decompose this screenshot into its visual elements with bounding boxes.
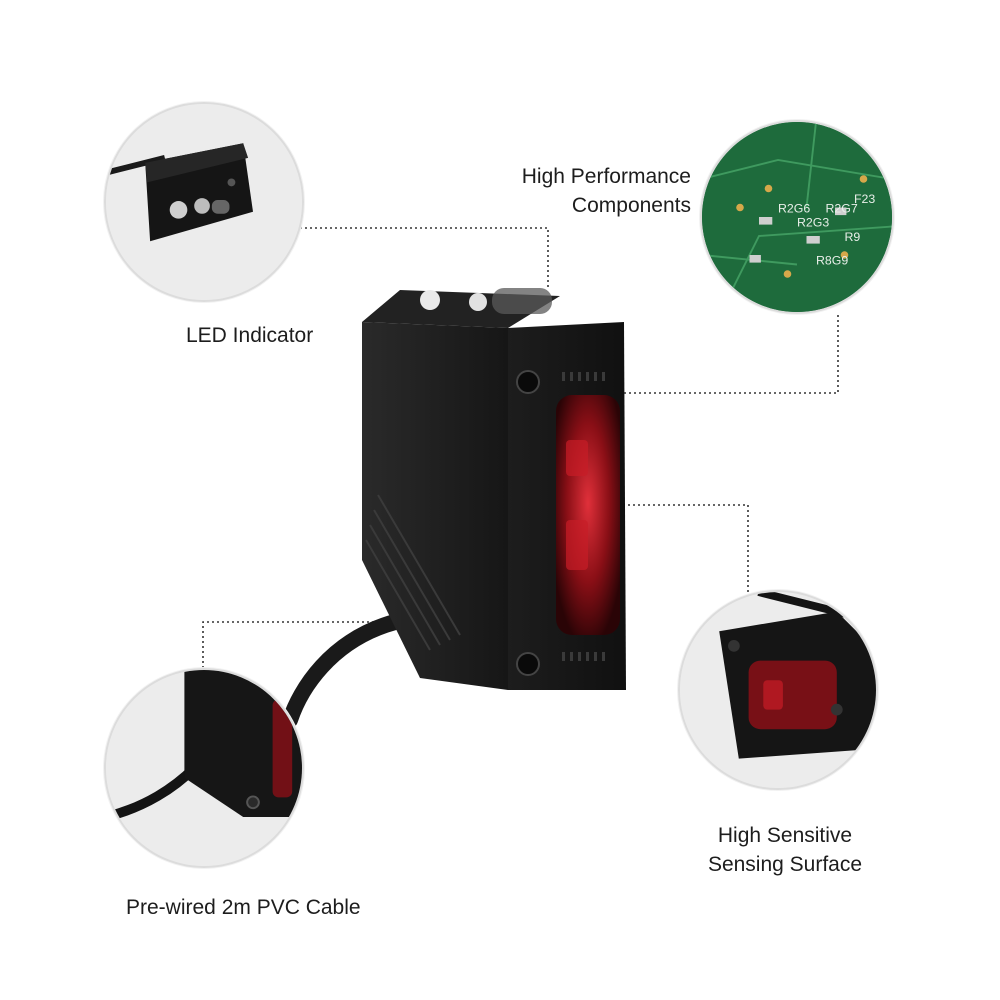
screw-hole-top bbox=[516, 370, 540, 394]
label-high-sensitive: High Sensitive Sensing Surface bbox=[697, 821, 873, 879]
pcb-text: R8G9 bbox=[816, 254, 848, 268]
led-indicator-closeup bbox=[104, 102, 304, 302]
pcb-text: F23 bbox=[854, 192, 875, 206]
sensing-surface-closeup bbox=[678, 590, 878, 790]
label-line: Components bbox=[571, 194, 691, 217]
cable-closeup bbox=[104, 668, 304, 868]
led-indicator-lens bbox=[492, 288, 552, 314]
screw-hole-bottom bbox=[516, 652, 540, 676]
mode-dial-icon bbox=[469, 293, 487, 311]
pcb-text: R2G6 bbox=[778, 201, 810, 215]
label-line: High Performance bbox=[521, 165, 691, 188]
leader-line-cable bbox=[202, 621, 393, 668]
sensing-surface bbox=[556, 395, 620, 635]
pvc-cable bbox=[282, 614, 403, 728]
leader-line-pcb bbox=[622, 315, 839, 394]
leader-line-sensing bbox=[628, 504, 749, 592]
adjust-dial-icon bbox=[420, 290, 440, 310]
label-pre-wired-cable: Pre-wired 2m PVC Cable bbox=[126, 896, 361, 919]
label-high-performance: High Performance Components bbox=[498, 162, 691, 220]
pcb-text: R9 bbox=[845, 230, 861, 244]
label-led-indicator: LED Indicator bbox=[186, 324, 314, 347]
label-line: Sensing Surface bbox=[707, 853, 863, 876]
pcb-text: R2G7 bbox=[826, 201, 858, 215]
pcb-closeup: R9 F23 R2G7 R2G6 R2G3 R8G9 bbox=[700, 120, 894, 314]
label-line: High Sensitive bbox=[717, 824, 853, 847]
pcb-text: R2G3 bbox=[797, 216, 829, 230]
